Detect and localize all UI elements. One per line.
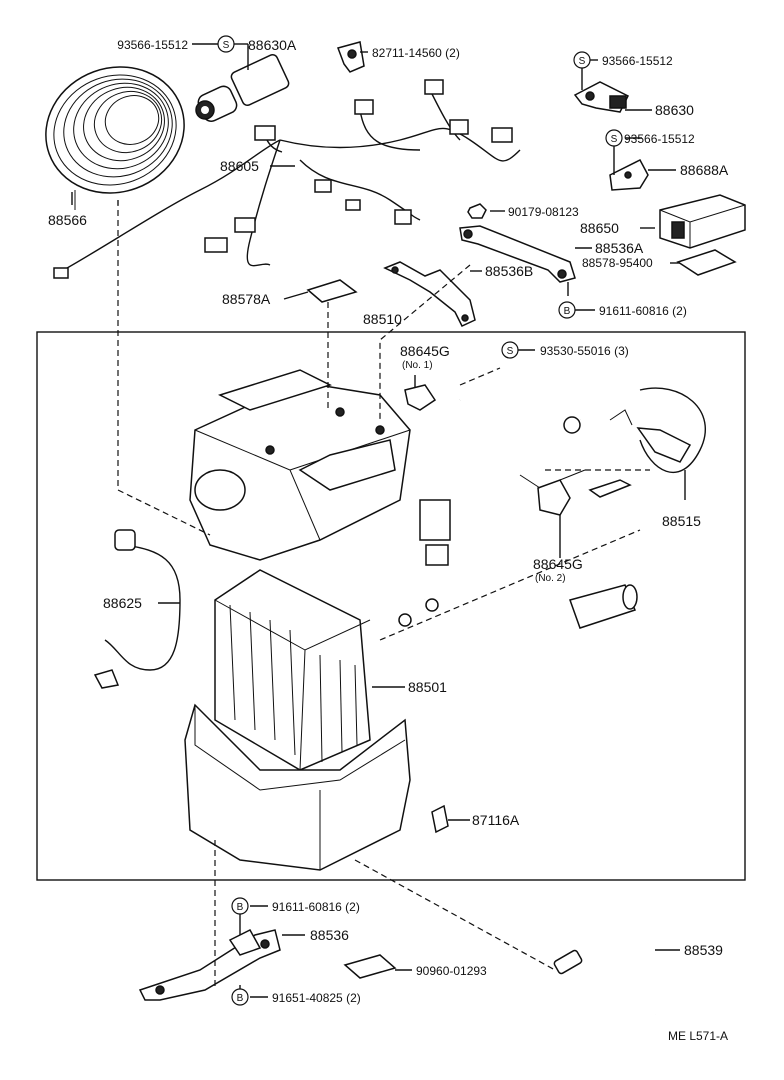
symbol-s-2: S <box>573 51 591 69</box>
lower-case-drawing <box>184 703 411 871</box>
sensor-88630-drawing <box>573 81 630 113</box>
clip-82711-drawing <box>337 41 365 73</box>
drain-hose-88539-drawing <box>553 892 657 1016</box>
cylinder-drawing <box>569 584 638 629</box>
label-82711-14560: 82711-14560 (2) <box>372 46 460 60</box>
label-88536A: 88536A <box>595 240 644 256</box>
svg-text:B: B <box>564 306 571 317</box>
symbol-s-1: S <box>217 35 235 53</box>
symbol-s-3: S <box>605 129 623 147</box>
label-88630: 88630 <box>655 102 694 118</box>
svg-text:S: S <box>579 56 586 67</box>
wire-harness-88605-drawing <box>53 79 521 279</box>
nut-90179-drawing <box>467 203 487 219</box>
label-93566-15512-a: 93566-15512 <box>117 38 188 52</box>
label-88625: 88625 <box>103 595 142 611</box>
bracket-88688A-drawing <box>609 159 649 191</box>
symbol-b-1: B <box>558 301 576 319</box>
label-88578A: 88578A <box>222 291 271 307</box>
svg-text:B: B <box>237 993 244 1004</box>
pad-90960-drawing <box>343 954 397 979</box>
clip-87116A-drawing <box>431 804 449 834</box>
label-88645G-no1: 88645G <box>400 343 450 359</box>
label-88536: 88536 <box>310 927 349 943</box>
bracket-88536B-drawing <box>383 261 476 327</box>
label-88688A: 88688A <box>680 162 729 178</box>
reference-code: ME L571-A <box>668 1029 728 1043</box>
thermistor-88515-drawing <box>588 387 706 498</box>
svg-text:S: S <box>223 40 230 51</box>
label-88630A: 88630A <box>248 37 297 53</box>
label-90179-08123: 90179-08123 <box>508 205 579 219</box>
label-87116A: 87116A <box>472 812 520 828</box>
hose-88566-drawing <box>45 66 185 194</box>
label-91611-60816-b: 91611-60816 (2) <box>272 900 360 914</box>
reference-lines <box>117 200 650 990</box>
label-93566-15512-c: 93566-15512 <box>624 132 695 146</box>
label-93530-55016: 93530-55016 (3) <box>540 344 629 358</box>
leader-lines <box>71 43 686 998</box>
switch-88645G-no1-drawing <box>404 384 437 411</box>
case-88510-drawing <box>189 369 411 561</box>
label-91651-40825: 91651-40825 (2) <box>272 991 361 1005</box>
evaporator-88501-drawing <box>214 569 371 771</box>
pipe-assembly-drawing <box>398 383 582 627</box>
label-93566-15512-b: 93566-15512 <box>602 54 673 68</box>
label-88510: 88510 <box>363 311 402 327</box>
amplifier-88650-drawing <box>659 194 746 249</box>
label-88645G-no2: 88645G <box>533 556 583 572</box>
label-88645G-no1-sub: (No. 1) <box>402 360 433 371</box>
label-91611-60816-a: 91611-60816 (2) <box>599 304 687 318</box>
symbol-b-2: B <box>231 897 249 915</box>
pad-88578A-drawing <box>306 279 358 303</box>
label-88578-95400: 88578-95400 <box>582 256 653 270</box>
label-88566: 88566 <box>48 212 87 228</box>
svg-text:B: B <box>237 902 244 913</box>
switch-88645G-no2-drawing <box>519 469 586 516</box>
label-88650: 88650 <box>580 220 619 236</box>
label-88536B: 88536B <box>485 263 533 279</box>
symbol-b-3: B <box>231 988 249 1006</box>
label-88539: 88539 <box>684 942 723 958</box>
symbol-s-4: S <box>501 341 519 359</box>
label-88605: 88605 <box>220 158 259 174</box>
label-88501: 88501 <box>408 679 447 695</box>
svg-text:S: S <box>507 346 514 357</box>
connector-88630A-drawing <box>195 54 290 122</box>
pad-88578-95400-drawing <box>676 249 737 276</box>
sensor-88625-drawing <box>93 529 181 689</box>
label-88515: 88515 <box>662 513 701 529</box>
svg-text:S: S <box>611 134 618 145</box>
bracket-88536A-drawing <box>459 225 576 283</box>
label-90960-01293: 90960-01293 <box>416 964 487 978</box>
label-88645G-no2-sub: (No. 2) <box>535 573 566 584</box>
